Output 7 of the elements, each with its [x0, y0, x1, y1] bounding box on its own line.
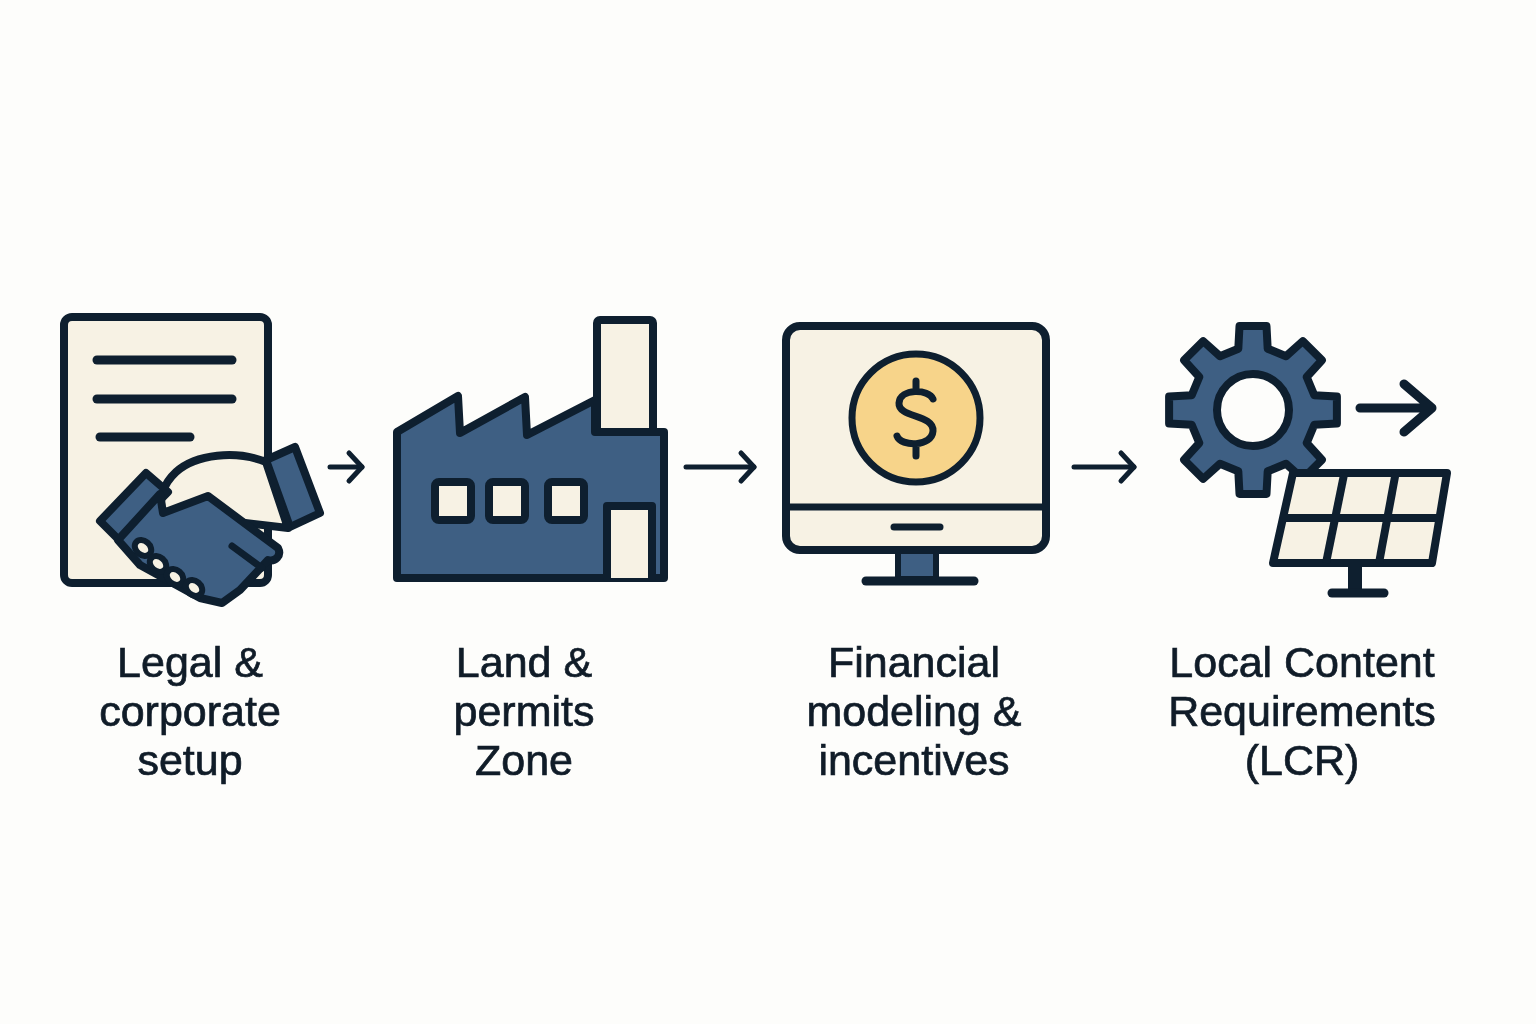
arrow [327, 450, 365, 484]
step-label: Legal & corporate setup [98, 638, 282, 785]
arrow [683, 450, 757, 484]
step-label: Financial modeling & incentives [805, 638, 1023, 785]
step-label: Local Content Requirements (LCR) [1167, 638, 1437, 785]
arrow [1071, 450, 1137, 484]
step-label: Land & permits Zone [452, 638, 596, 785]
